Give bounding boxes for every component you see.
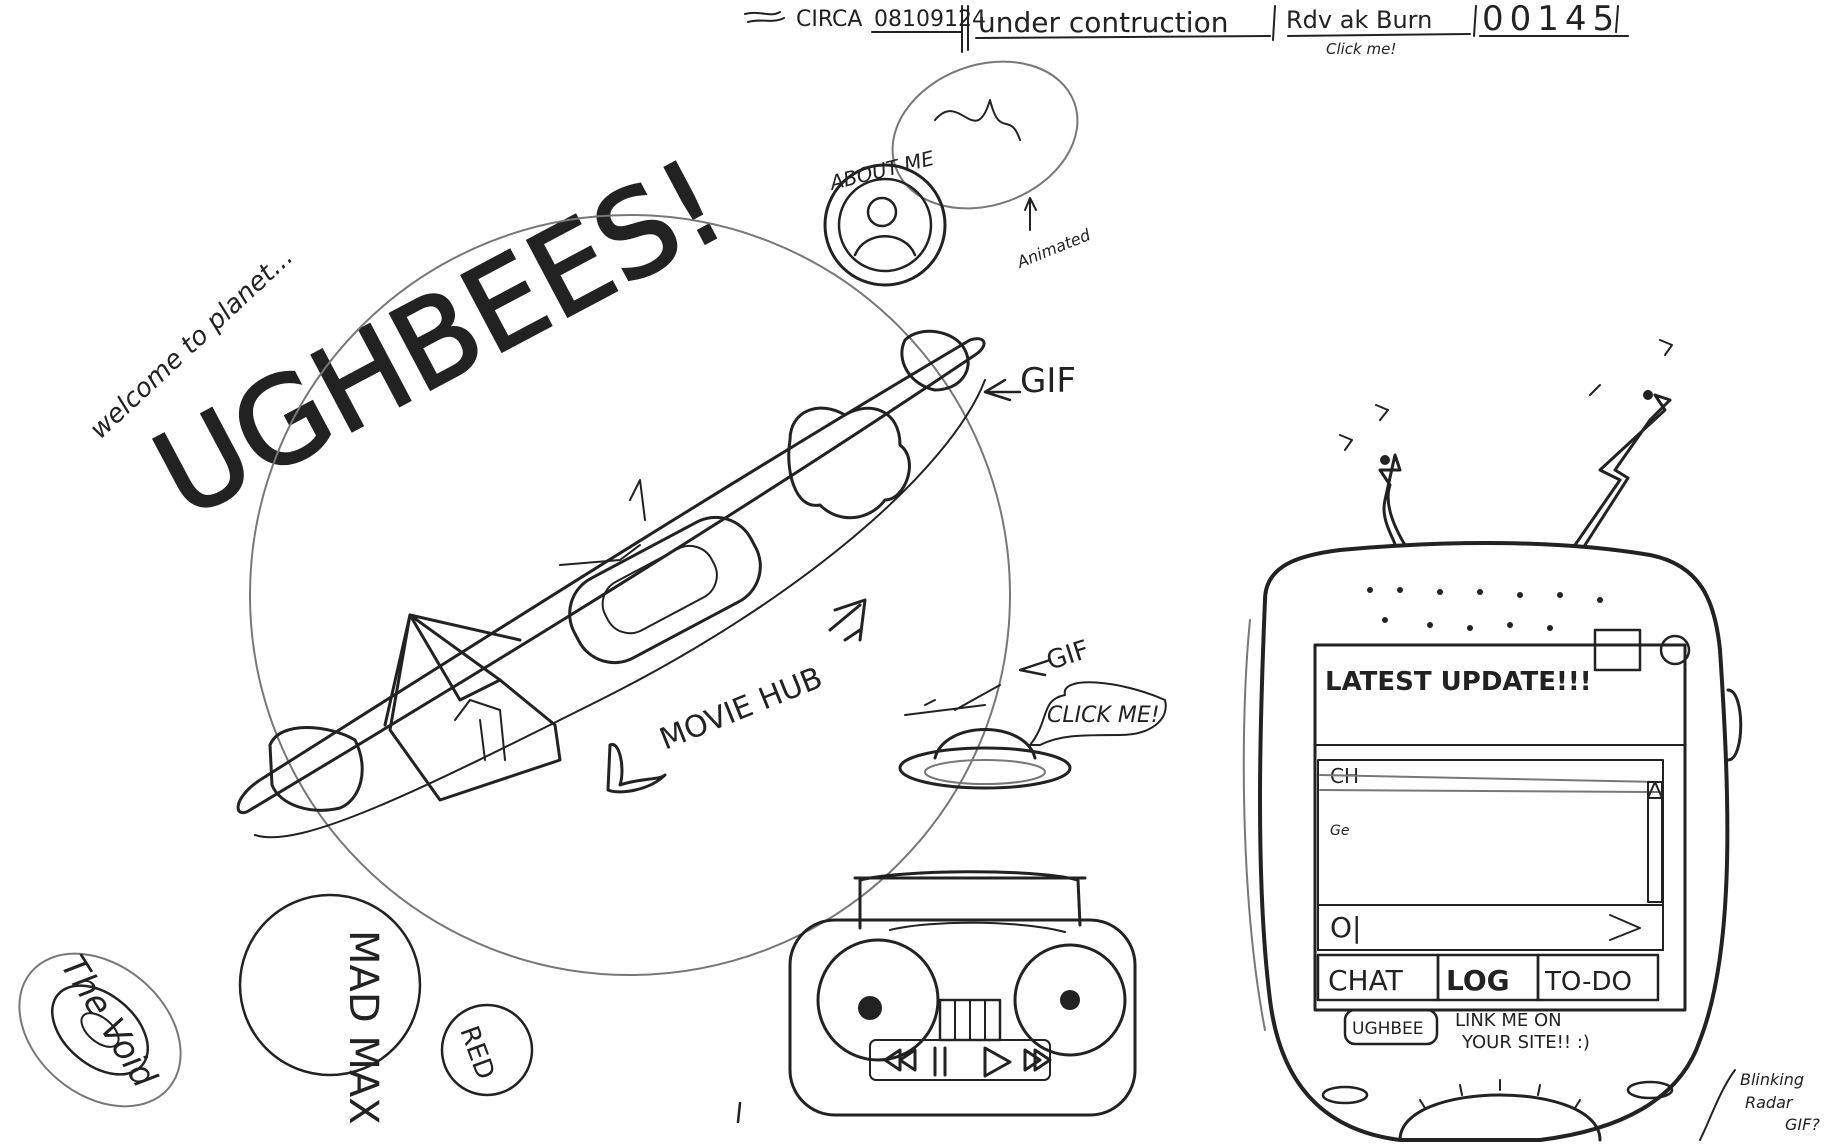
under-construction-link[interactable]: under contruction [978, 6, 1228, 39]
mad-max-label: MAD MAX [340, 930, 386, 1125]
screen-tabs: CHAT LOG TO-DO [1316, 953, 1660, 1002]
stray-mark [736, 1101, 742, 1124]
home-house-button[interactable] [383, 613, 562, 802]
boombox-player[interactable] [788, 870, 1137, 1117]
device-sticker [1593, 628, 1642, 672]
chat-panel[interactable] [1317, 759, 1664, 951]
header-bar: CIRCA 08109124 under contruction Rdv ak … [744, 0, 1629, 58]
about-bubble [891, 60, 1079, 210]
the-void-link[interactable]: The Void [0, 922, 211, 1137]
right-antenna [1573, 393, 1672, 547]
avatar-ring [823, 163, 947, 287]
red-label: RED [453, 1022, 500, 1083]
site-title: UGHBEES! [133, 132, 744, 544]
link-me-line-1: LINK ME ON [1455, 1010, 1562, 1031]
radar-note-2: Radar [1745, 1093, 1794, 1112]
tab-todo[interactable] [1536, 953, 1660, 1002]
play-icon[interactable] [983, 1046, 1012, 1078]
left-antenna [1378, 453, 1407, 547]
ughbee-badge-button[interactable] [1343, 1008, 1439, 1046]
movie-hub-label: MOVIE HUB [655, 661, 828, 758]
ufo-gif-label: GIF [1043, 635, 1093, 677]
ughbee-badge-label: UGHBEE [1352, 1019, 1424, 1039]
mad-max-link[interactable]: MAD MAX [238, 893, 422, 1125]
avatar-icon [866, 196, 898, 228]
ufo-icon [898, 746, 1072, 790]
ufo-button[interactable]: CLICK ME! GIF [898, 635, 1167, 790]
header-brand: CIRCA [796, 7, 862, 32]
chat-line: Ge [1330, 823, 1349, 839]
header-date: 08109124 [874, 7, 986, 32]
rewind-icon[interactable] [883, 1048, 917, 1072]
chat-input-prefix: O| [1330, 911, 1361, 944]
random-link-button[interactable]: Rdv ak Burn [1286, 6, 1432, 34]
click-me-bubble [1029, 681, 1167, 746]
planet-ring [236, 337, 986, 815]
device-widget: LATEST UPDATE!!! CH Ge O| CHAT LOG TO-DO… [1242, 339, 1820, 1142]
phone-pod-button[interactable] [556, 479, 775, 677]
animated-note: Animated [1013, 225, 1093, 272]
radar-note-1: Blinking [1740, 1070, 1804, 1089]
device-body [1258, 541, 1730, 1142]
tab-chat-label: CHAT [1328, 964, 1404, 997]
planet-title: welcome to planet... UGHBEES! [84, 131, 745, 546]
ufo-bubble-text: CLICK ME! [1047, 703, 1160, 728]
power-button-icon[interactable] [1659, 634, 1691, 666]
gif-label: GIF [1020, 361, 1076, 401]
hit-counter: 00145 [1482, 0, 1620, 39]
planet-circle [249, 214, 1011, 976]
boombox-icon [788, 918, 1137, 1117]
click-me-hint: Click me! [1326, 40, 1396, 58]
about-me-label: ABOUT ME [825, 146, 936, 196]
red-circle [440, 1003, 534, 1097]
send-icon[interactable] [1609, 914, 1641, 941]
radar-dial-icon [1398, 1093, 1602, 1142]
header-logo-scribble [744, 11, 785, 23]
side-button[interactable] [1726, 688, 1743, 762]
about-me-button[interactable]: ABOUT ME Animated [823, 37, 1098, 287]
tab-log-label: LOG [1446, 964, 1510, 997]
cloud-icon [787, 406, 911, 520]
speaker-grille [1367, 587, 1603, 631]
transport-controls [869, 1039, 1051, 1081]
void-disc-icon [18, 952, 182, 1108]
fast-forward-icon[interactable] [1023, 1048, 1052, 1072]
right-button-icon[interactable] [1626, 1080, 1674, 1100]
tab-todo-label: TO-DO [1544, 967, 1632, 997]
left-button-icon[interactable] [1321, 1085, 1369, 1105]
link-me-line-2: YOUR SITE!! :) [1461, 1032, 1590, 1053]
pause-icon[interactable] [933, 1046, 947, 1077]
arrow-icon [828, 598, 867, 642]
gif-rock-icon [900, 329, 970, 392]
heart-icon [606, 743, 667, 794]
device-screen [1313, 643, 1687, 1012]
scroll-up-icon[interactable] [1647, 781, 1663, 799]
red-link[interactable]: RED [440, 1003, 534, 1097]
mad-max-circle [238, 893, 422, 1077]
left-speaker-icon [816, 938, 940, 1062]
chat-input[interactable] [1317, 904, 1664, 951]
radar-note-3: GIF? [1785, 1115, 1820, 1134]
rock-icon [268, 726, 364, 812]
right-speaker-icon [1013, 943, 1127, 1057]
chat-scrollbar[interactable] [1647, 781, 1663, 903]
pod-icon [568, 515, 762, 665]
latest-update-heading: LATEST UPDATE!!! [1325, 667, 1592, 697]
